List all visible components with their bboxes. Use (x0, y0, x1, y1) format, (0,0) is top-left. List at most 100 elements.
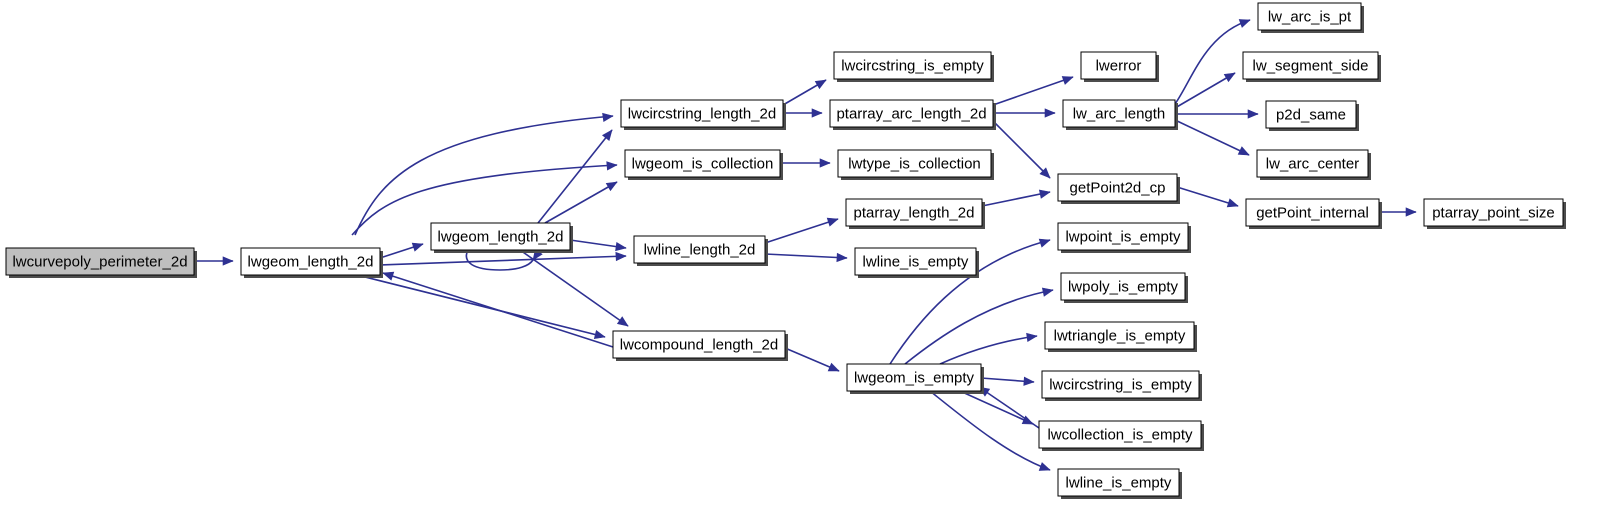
edge-arrowhead (602, 112, 614, 123)
node-box[interactable] (633, 235, 766, 264)
edge-arrowhead (1247, 109, 1259, 119)
edge-lwcurvepoly_perimeter_2d-to-lwgeom_length_2d_a (194, 256, 234, 266)
edge-arrowhead (615, 251, 627, 262)
node-label: lwcircstring_is_empty (1049, 376, 1192, 393)
edge-ptarray_arc_length_2d-to-lwerror (992, 76, 1074, 106)
graph-node-ptarray_arc_length_2d[interactable]: ptarray_arc_length_2d (829, 99, 996, 130)
node-box[interactable] (1245, 198, 1380, 227)
edge-line (379, 255, 627, 266)
graph-node-getPoint_internal[interactable]: getPoint_internal (1245, 198, 1382, 229)
node-box[interactable] (1057, 222, 1189, 251)
node-box[interactable] (430, 222, 571, 251)
graph-node-lwcurvepoly_perimeter_2d[interactable]: lwcurvepoly_perimeter_2d (5, 247, 197, 278)
node-label: lwgeom_length_2d (248, 253, 374, 270)
graph-node-lwgeom_length_2d_a[interactable]: lwgeom_length_2d (240, 247, 383, 278)
node-box[interactable] (833, 51, 992, 80)
edge-ptarray_length_2d-to-getPoint2d_cp (981, 189, 1051, 207)
node-box[interactable] (1265, 100, 1357, 129)
node-box[interactable] (1038, 420, 1202, 449)
node-box[interactable] (624, 149, 781, 178)
graph-node-ptarray_point_size[interactable]: ptarray_point_size (1423, 198, 1566, 229)
edge-line (889, 239, 1051, 365)
node-label: lw_arc_center (1266, 155, 1359, 172)
edge-line (519, 249, 629, 327)
edge-line (1176, 186, 1239, 207)
graph-node-lw_segment_side[interactable]: lw_segment_side (1242, 51, 1381, 82)
graph-node-lw_arc_is_pt[interactable]: lw_arc_is_pt (1257, 2, 1364, 33)
node-label: lwline_is_empty (863, 253, 969, 270)
node-label: lwerror (1096, 57, 1142, 74)
node-label: lwgeom_length_2d (438, 228, 564, 245)
edge-arrowhead (593, 329, 606, 340)
node-box[interactable] (1257, 2, 1362, 31)
edge-arrowhead (1026, 332, 1038, 343)
node-box[interactable] (240, 247, 381, 276)
node-label: ptarray_length_2d (854, 204, 975, 221)
edge-line (992, 76, 1074, 106)
node-label: lwtriangle_is_empty (1054, 327, 1186, 344)
graph-node-lwline_is_empty_mid[interactable]: lwline_is_empty (854, 247, 979, 278)
edge-getPoint2d_cp-to-getPoint_internal (1176, 186, 1239, 208)
node-box[interactable] (1057, 468, 1180, 497)
edge-arrowhead (1039, 167, 1051, 179)
node-box[interactable] (5, 247, 195, 276)
edge-lwgeom_is_empty-to-lwpoint_is_empty (889, 238, 1051, 365)
node-label: lwcollection_is_empty (1047, 426, 1193, 443)
graph-node-lwcircstring_is_empty_t[interactable]: lwcircstring_is_empty (833, 51, 994, 82)
edge-ptarray_arc_length_2d-to-lw_arc_length (993, 108, 1056, 118)
graph-node-lwtriangle_is_empty[interactable]: lwtriangle_is_empty (1044, 321, 1197, 352)
node-label: lwpoly_is_empty (1068, 278, 1179, 295)
node-box[interactable] (620, 99, 784, 128)
graph-node-p2d_same[interactable]: p2d_same (1265, 100, 1359, 131)
edge-line (764, 253, 848, 259)
graph-node-lwgeom_is_empty[interactable]: lwgeom_is_empty (846, 363, 984, 394)
edge-lwcollection_is_empty-to-lwgeom_is_empty (978, 386, 1040, 429)
node-box[interactable] (837, 149, 992, 178)
node-box[interactable] (1242, 51, 1379, 80)
node-box[interactable] (1062, 99, 1176, 128)
node-label: lw_arc_length (1073, 105, 1166, 122)
graph-node-getPoint2d_cp[interactable]: getPoint2d_cp (1057, 173, 1180, 204)
node-box[interactable] (1080, 51, 1157, 80)
node-box[interactable] (846, 363, 982, 392)
edge-lw_arc_length-to-lw_arc_is_pt (1174, 19, 1251, 105)
graph-node-lwline_length_2d[interactable]: lwline_length_2d (633, 235, 768, 266)
graph-node-lwcollection_is_empty[interactable]: lwcollection_is_empty (1038, 420, 1204, 451)
node-label: lwline_is_empty (1066, 474, 1172, 491)
graph-node-lwerror[interactable]: lwerror (1080, 51, 1159, 82)
node-box[interactable] (1060, 272, 1186, 301)
node-label: lwline_length_2d (644, 241, 756, 258)
edge-ptarray_arc_length_2d-to-getPoint2d_cp (992, 120, 1051, 179)
edge-arrowhead (615, 241, 627, 252)
graph-node-lwtype_is_collection[interactable]: lwtype_is_collection (837, 149, 994, 180)
edge-arrowhead (811, 108, 823, 118)
graph-node-lwpoint_is_empty[interactable]: lwpoint_is_empty (1057, 222, 1191, 253)
graph-node-lwcircstring_length_2d[interactable]: lwcircstring_length_2d (620, 99, 786, 130)
node-box[interactable] (1423, 198, 1564, 227)
edge-line (764, 218, 839, 244)
node-label: lw_arc_is_pt (1268, 8, 1352, 25)
node-box[interactable] (1041, 370, 1200, 399)
graph-node-lw_arc_center[interactable]: lw_arc_center (1256, 149, 1371, 180)
graph-node-lwgeom_length_2d_b[interactable]: lwgeom_length_2d (430, 222, 573, 253)
node-box[interactable] (854, 247, 977, 276)
node-label: lwcircstring_length_2d (628, 105, 776, 122)
node-box[interactable] (612, 330, 786, 359)
graph-node-ptarray_length_2d[interactable]: ptarray_length_2d (845, 198, 985, 229)
graph-node-lwline_is_empty_bot[interactable]: lwline_is_empty (1057, 468, 1182, 499)
node-box[interactable] (829, 99, 994, 128)
edge-lwgeom_length_2d_a-to-lwcircstring_length_2d (354, 112, 614, 236)
graph-node-lwcompound_length_2d[interactable]: lwcompound_length_2d (612, 330, 788, 361)
graph-node-lwgeom_is_collection[interactable]: lwgeom_is_collection (624, 149, 783, 180)
graph-node-lwcircstring_is_empty_b[interactable]: lwcircstring_is_empty (1041, 370, 1202, 401)
node-box[interactable] (1256, 149, 1369, 178)
edge-lwgeom_length_2d_a-to-lwcompound_length_2d (356, 274, 606, 340)
graph-node-lwpoly_is_empty[interactable]: lwpoly_is_empty (1060, 272, 1188, 303)
graph-node-lw_arc_length[interactable]: lw_arc_length (1062, 99, 1178, 130)
edge-arrowhead (1038, 238, 1051, 248)
node-box[interactable] (1057, 173, 1178, 202)
node-box[interactable] (845, 198, 983, 227)
node-box[interactable] (1044, 321, 1195, 350)
edge-arrowhead (616, 316, 629, 327)
